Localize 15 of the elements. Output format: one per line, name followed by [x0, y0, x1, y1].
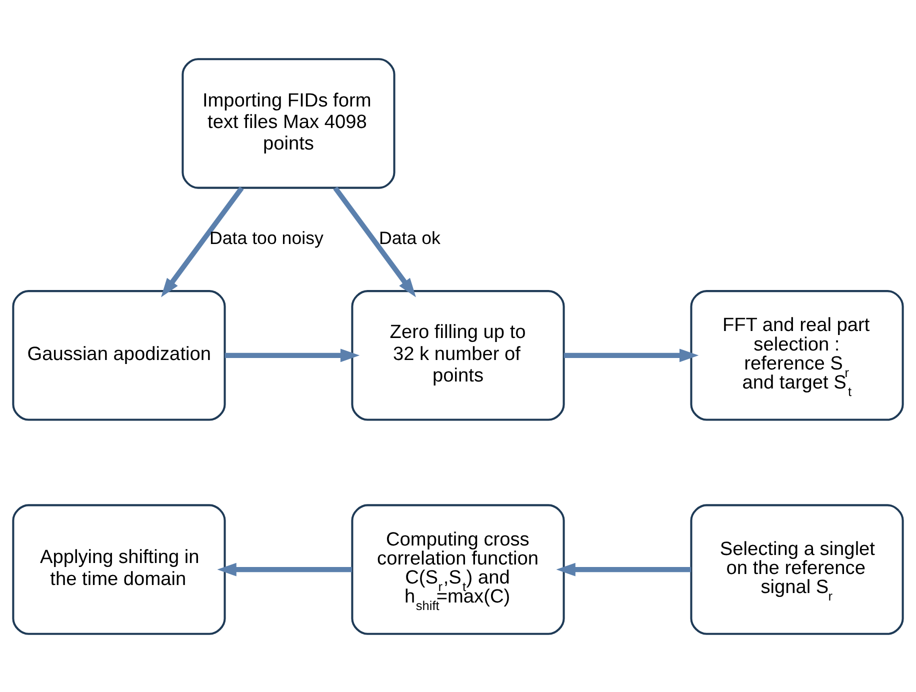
arrow: [217, 562, 352, 576]
arrow: [224, 348, 360, 362]
node-box: Zero filling up to 32 k number of points: [351, 290, 565, 420]
node-box: Gaussian apodization: [12, 290, 226, 420]
edge-label: Data ok: [378, 228, 440, 248]
node-box: FFT and real part selection : reference S$_{r}$ and target S$_{t}$: [690, 290, 904, 420]
arrow: [333, 186, 416, 297]
edge-label: Data too noisy: [209, 228, 324, 248]
node-box: Importing FIDs form text files Max 4098 points: [182, 58, 396, 188]
arrow: [564, 348, 699, 362]
node-box: Selecting a singlet on the reference signal S$_{r}$: [690, 504, 904, 634]
node-box: Computing cross correlation function C(S$_{r}$,S$_{t}$) and h$_{shift}$=max(C): [351, 504, 565, 634]
node-box: Applying shifting in the time domain: [12, 504, 226, 634]
arrow: [161, 186, 244, 297]
arrow: [556, 562, 691, 576]
